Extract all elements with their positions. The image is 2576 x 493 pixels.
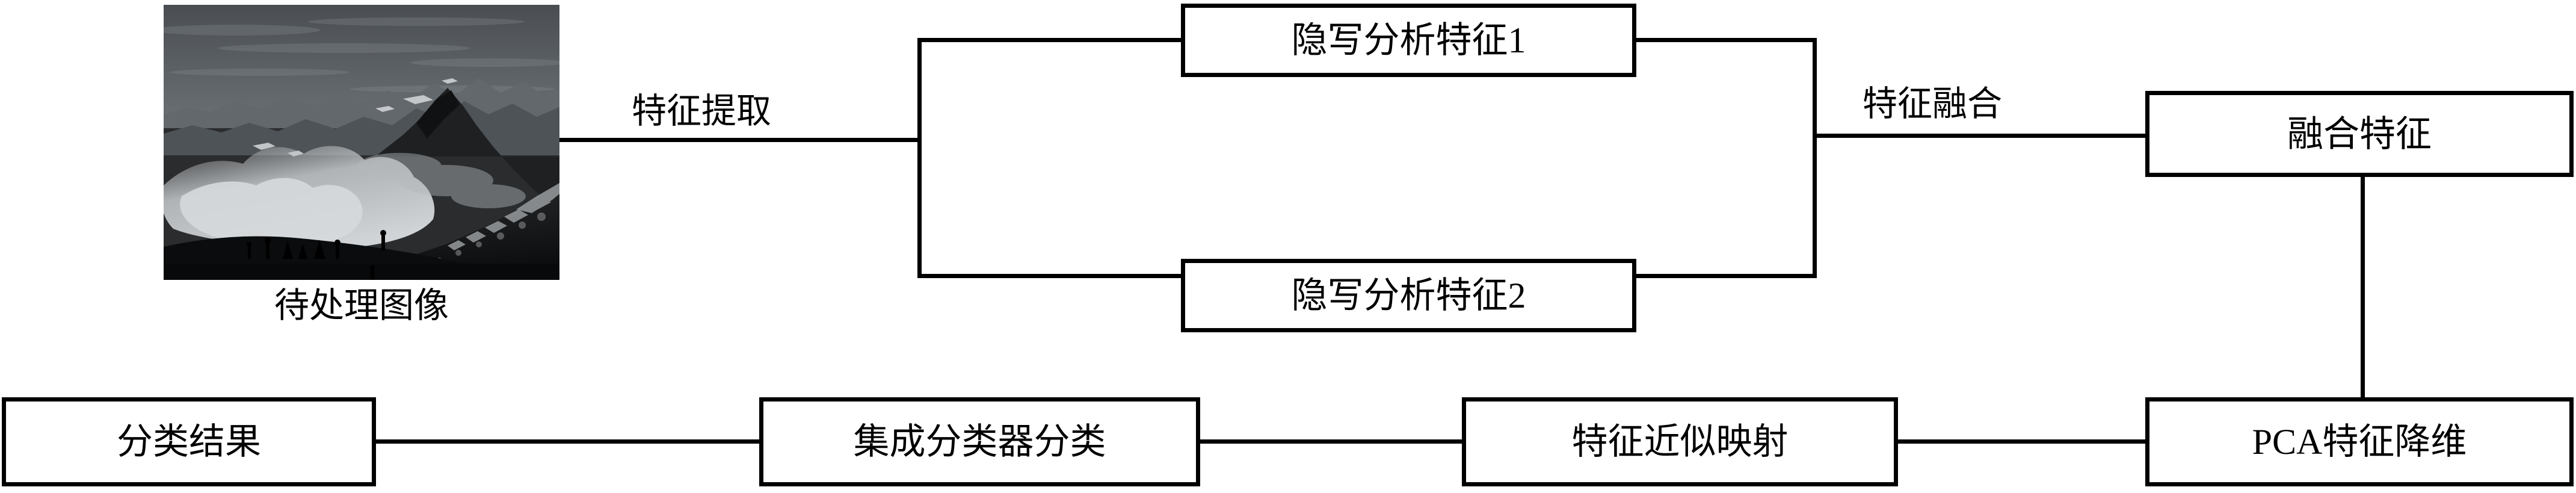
edge-merge-to-fused-feature [1813,134,2149,138]
edge-pca-to-feature-mapping [1894,439,2149,444]
node-fused-feature: 融合特征 [2145,91,2574,177]
edge-steg2-to-merge [1632,274,1817,278]
edge-ensemble-to-classification-result [372,439,763,444]
node-steganalysis-feature-2: 隐写分析特征2 [1181,259,1636,332]
edge-split-to-steg2 [917,274,1185,278]
edge-left-bracket [917,38,922,278]
edge-fused-feature-to-pca [2361,173,2365,402]
source-image-thumbnail [164,5,559,280]
source-image-caption: 待处理图像 [274,286,449,325]
edge-label-feature-fusion: 特征融合 [1859,83,2006,125]
edge-right-bracket [1813,38,1817,278]
edge-feature-mapping-to-ensemble [1196,439,1466,444]
node-feature-approximate-mapping: 特征近似映射 [1462,397,1898,486]
node-pca-feature-reduction: PCA特征降维 [2145,397,2574,486]
node-classification-result: 分类结果 [2,397,376,486]
edge-steg1-to-merge [1632,38,1817,42]
node-ensemble-classifier: 集成分类器分类 [759,397,1200,486]
edge-split-to-steg1 [917,38,1185,42]
edge-image-to-split [559,138,922,142]
edge-label-feature-extraction: 特征提取 [628,90,775,132]
mountain-photo-graphic [164,5,559,280]
node-steganalysis-feature-1: 隐写分析特征1 [1181,4,1636,77]
